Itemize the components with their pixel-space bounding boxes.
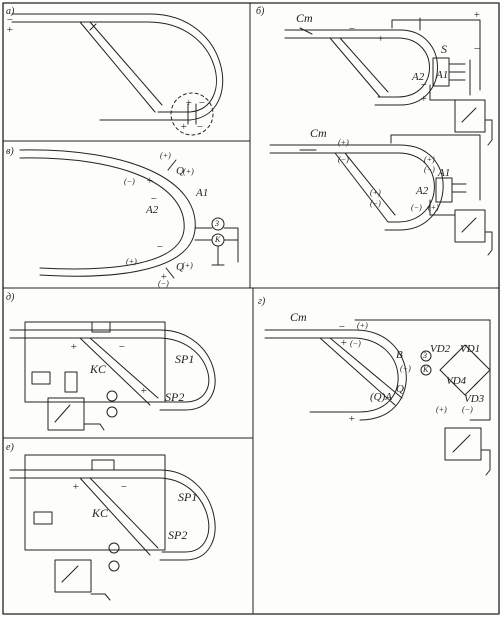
panel-g-qa: (Q)A (370, 391, 392, 403)
panel-e-sign: − (120, 481, 128, 493)
panel-b-bottom-sign: (−) (338, 155, 349, 164)
panel-b-bottom-sign: (+) (424, 155, 435, 164)
panel-v-sign: (−) (158, 279, 169, 288)
panel-d-kc: KC (90, 362, 107, 376)
panel-g-sign: (−) (400, 364, 411, 373)
panel-g-sign: + (340, 337, 348, 349)
panel-a-sign: − (196, 121, 204, 133)
panel-v-sign: (+) (126, 257, 137, 266)
panel-a-label: а) (6, 6, 15, 17)
panel-v-sign: − (150, 193, 158, 205)
panel-v-sign: (+) (183, 167, 194, 176)
panel-v-sign: (+) (160, 151, 171, 160)
panel-e-kc: KC (92, 506, 109, 520)
panel-b-top-sign: − (348, 23, 356, 35)
panel-g-sign: (−) (350, 339, 361, 348)
panel-b-top-s: S (441, 42, 447, 56)
panel-g-k: K (423, 365, 429, 374)
panel-g-vd3: VD3 (464, 393, 485, 405)
panel-g-sign: − (338, 321, 346, 333)
panel-v-q-bottom: Q (176, 261, 184, 273)
panel-b-bottom-sign: (−) (411, 203, 422, 212)
panel-g-station: Cт (290, 310, 307, 324)
panel-b-top-a1: A1 (436, 69, 449, 81)
panel-b-bottom-a1: A1 (438, 167, 451, 179)
panel-g-track (264, 319, 491, 476)
panel-b-top-sign: − (473, 43, 481, 55)
panel-v-sign: + (160, 271, 168, 283)
panel-a-track (11, 13, 224, 136)
panel-g-sign: + (348, 413, 356, 425)
panel-v-k: K (215, 235, 221, 244)
panel-g-q: Q (396, 383, 404, 395)
panel-d-sign: + (70, 341, 78, 353)
panel-e-sp1: SP1 (178, 490, 198, 504)
panel-v-sign: (+) (182, 261, 193, 270)
panel-b-bottom-track (269, 134, 493, 256)
panel-g-sign: (+) (357, 321, 368, 330)
panel-g-vd1: VD1 (460, 343, 481, 355)
panel-d-label: д) (6, 292, 15, 303)
panel-v-label: в) (6, 146, 14, 157)
panel-b-top-sign: + (420, 93, 428, 105)
panel-b-bottom-sign: (−) (424, 165, 435, 174)
panel-g-sign: (−) (462, 405, 473, 414)
panel-e-label: е) (6, 442, 14, 453)
panel-b-bottom-sign: (+) (428, 203, 439, 212)
panel-a-sign: − (6, 14, 14, 26)
panel-a-sign: + (6, 24, 14, 36)
panel-a-sign: + (180, 121, 188, 133)
panel-v-sign: + (146, 175, 154, 187)
panel-d-sp1: SP1 (175, 352, 195, 366)
panel-b-top-sign: + (473, 9, 481, 21)
panel-b-bottom-sign: (−) (370, 199, 381, 208)
panel-b-bottom-station: Cm (310, 126, 327, 140)
panel-d-sign: + (140, 385, 148, 397)
panel-g-vd2: VD2 (430, 343, 451, 355)
panel-b-label: б) (256, 6, 265, 17)
panel-g-vd4: VD4 (446, 375, 467, 387)
panel-v-a1: A1 (196, 187, 209, 199)
panel-b-top-a2: A2 (412, 71, 425, 83)
panel-v-q-top: Q (176, 165, 184, 177)
panel-b-bottom-a2: A2 (416, 185, 429, 197)
panel-g-3: 3 (423, 351, 427, 360)
panel-g-b: B (396, 349, 403, 361)
panel-a-sign: + (185, 97, 193, 109)
panel-d-sp2: SP2 (165, 390, 185, 404)
panel-b-top-sign: − (420, 79, 428, 91)
panel-e-track (9, 454, 216, 601)
panel-v-a2: A2 (146, 204, 159, 216)
panel-e-sign: + (72, 481, 80, 493)
panel-b-bottom-sign: (+) (338, 138, 349, 147)
panel-b-top-station: Cm (296, 11, 313, 25)
panel-v-3: 3 (215, 219, 219, 228)
panel-b-bottom-sign: (+) (370, 188, 381, 197)
panel-d-sign: − (118, 341, 126, 353)
panel-a-sign: − (198, 97, 206, 109)
panel-v-sign: (−) (124, 177, 135, 186)
panel-g-sign: (+) (436, 405, 447, 414)
panel-b-top-track (284, 17, 493, 146)
panel-v-track (19, 149, 239, 279)
panel-v-sign: − (156, 241, 164, 253)
panel-g-label: г) (258, 296, 266, 307)
panel-e-sp2: SP2 (168, 528, 188, 542)
panel-d-track (9, 321, 216, 431)
panel-b-top-sign: + (377, 33, 385, 45)
